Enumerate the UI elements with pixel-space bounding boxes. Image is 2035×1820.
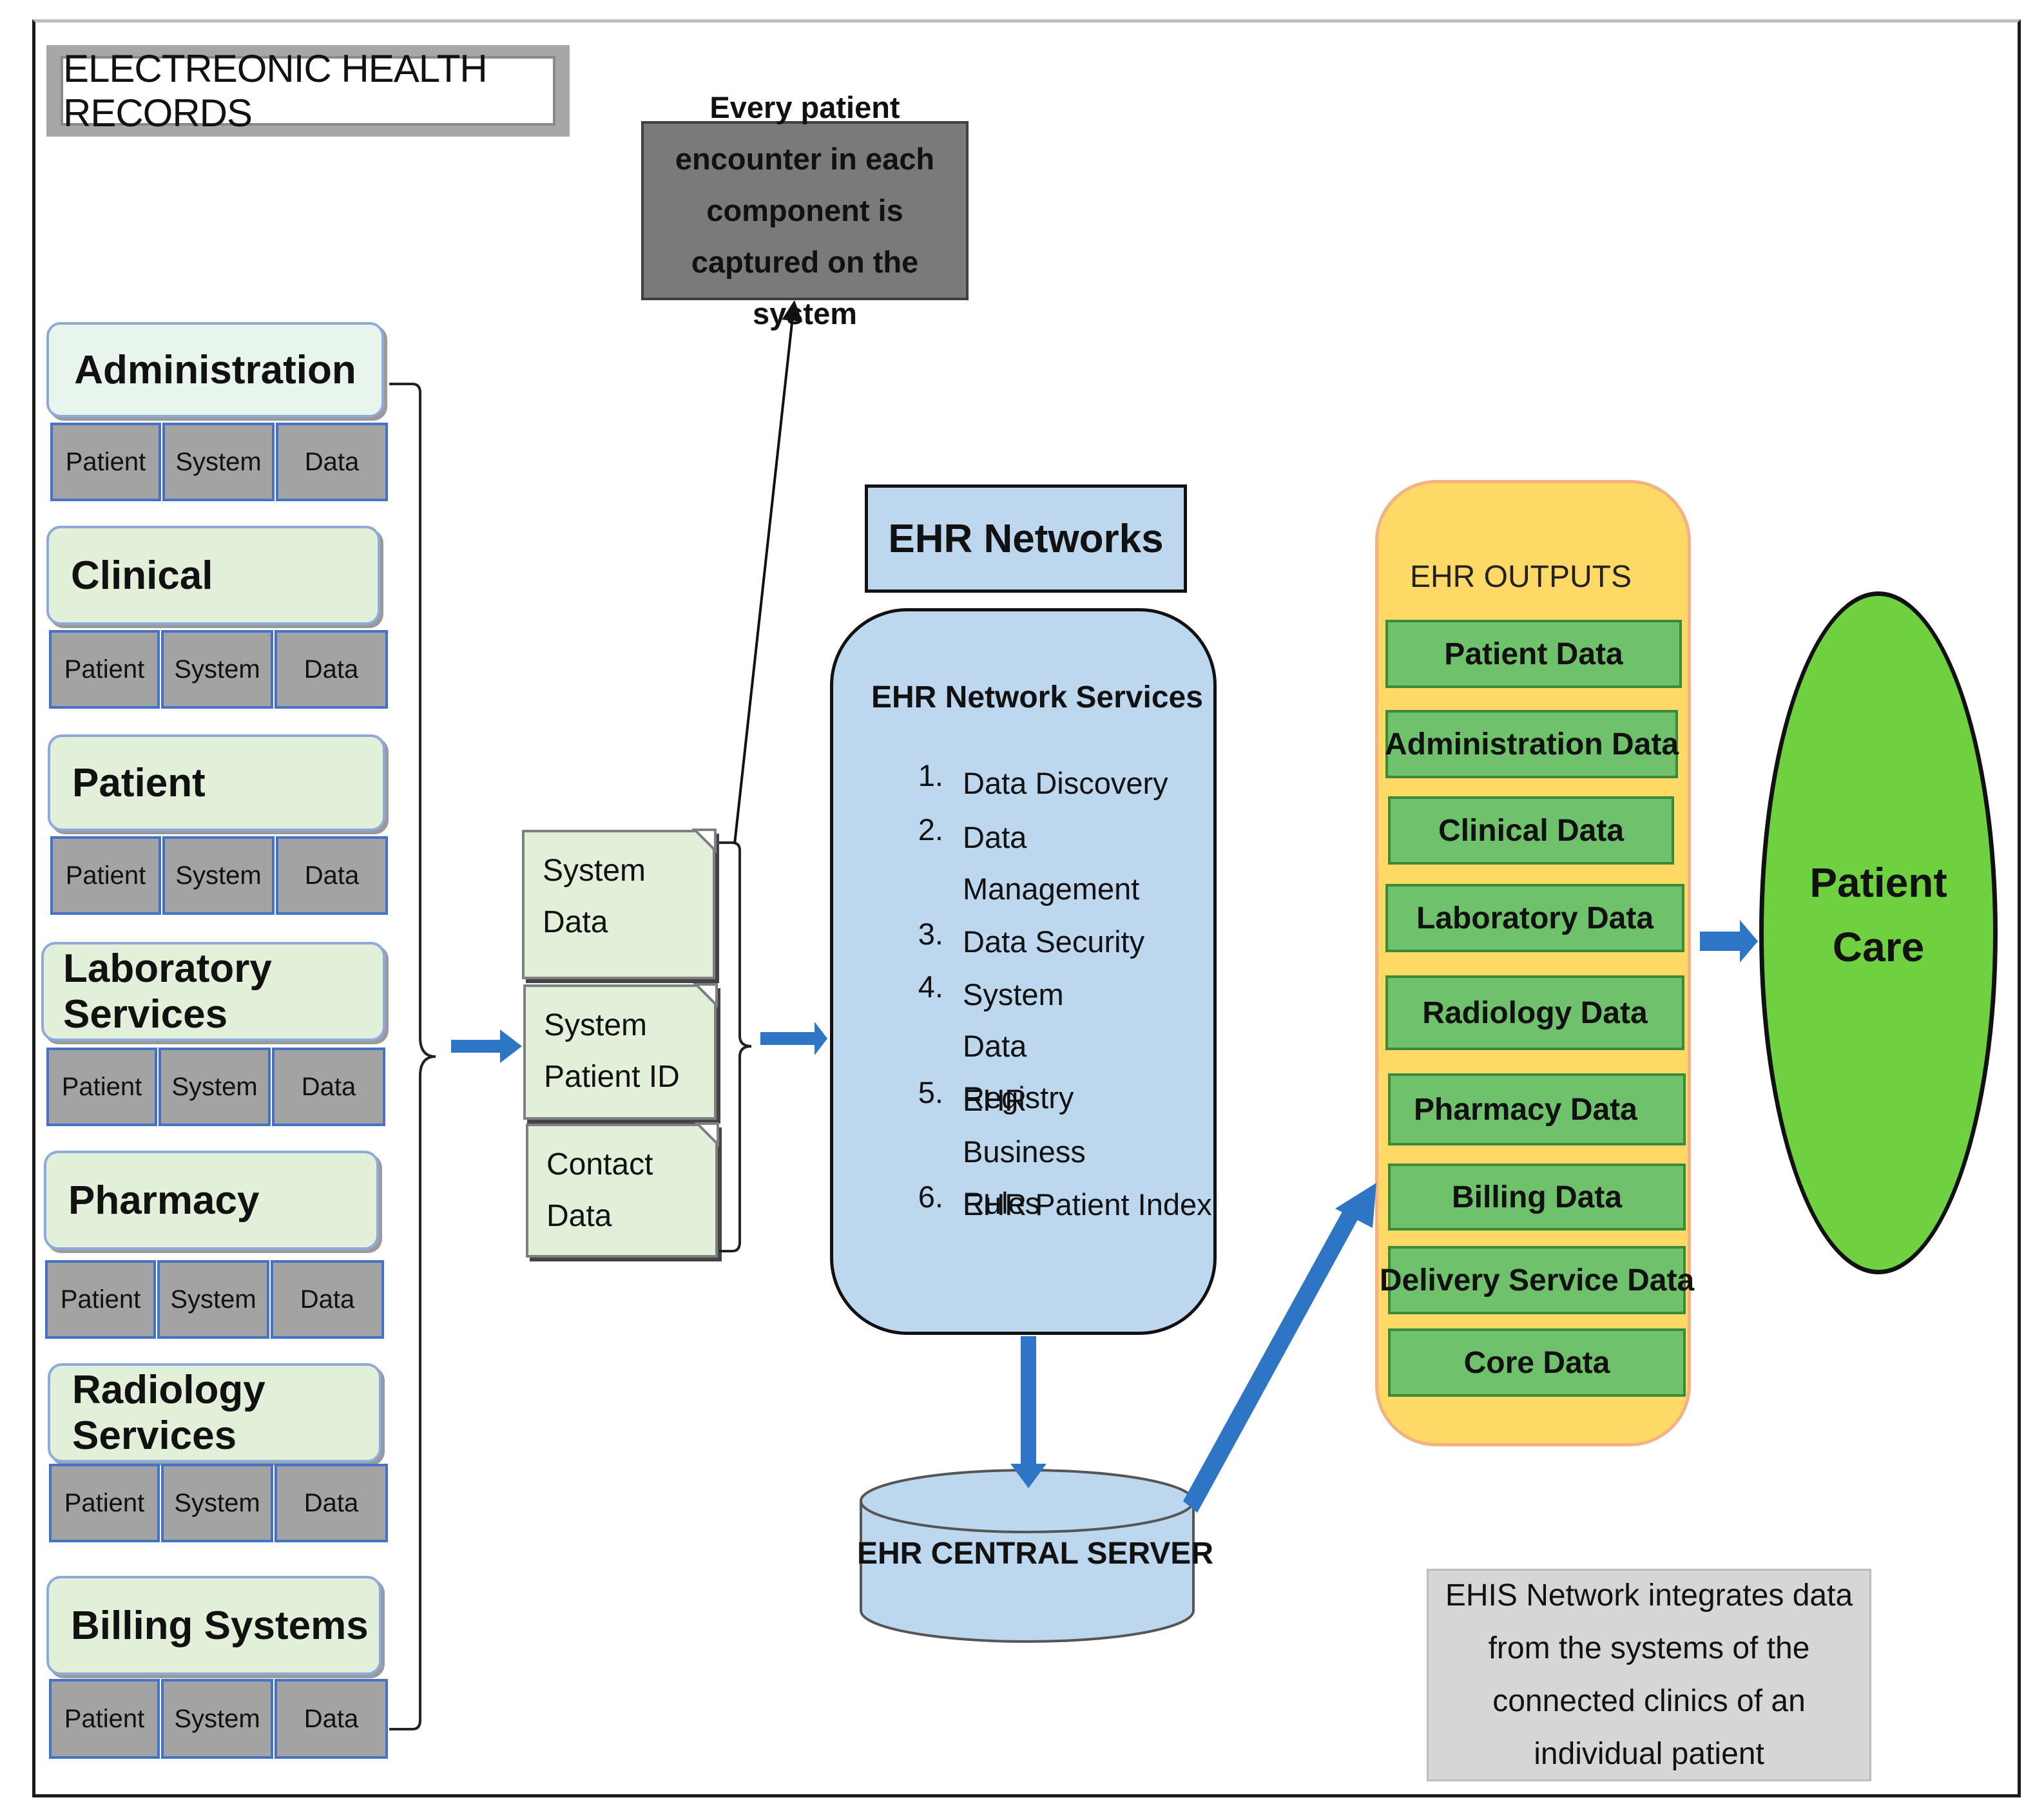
document-contact-data: Contact Data <box>526 1124 718 1258</box>
component-title: Patient <box>48 734 385 831</box>
service-number: 6. <box>918 1180 943 1214</box>
service-number: 3. <box>918 917 943 951</box>
service-item: 6. EHR Patient Index <box>905 1179 1220 1231</box>
footnote-box: EHIS Network integrates data from the sy… <box>1427 1569 1871 1781</box>
patient-care-ellipse <box>1759 591 1998 1274</box>
service-item: 2. Data Management <box>905 812 1140 915</box>
output-item: Patient Data <box>1385 620 1682 688</box>
data-cell: Data <box>271 1260 384 1339</box>
patient-cell: Patient <box>49 630 160 709</box>
service-text: EHR Patient Index <box>963 1187 1212 1221</box>
service-text: EHR Business Rules <box>963 1083 1086 1220</box>
patient-cell: Patient <box>45 1260 156 1339</box>
components-bracket <box>389 383 436 1730</box>
output-item: Billing Data <box>1388 1164 1686 1231</box>
component-title: Radiology Services <box>48 1363 381 1462</box>
system-cell: System <box>162 836 275 915</box>
output-item: Administration Data <box>1385 710 1679 778</box>
output-item: Pharmacy Data <box>1388 1073 1686 1145</box>
service-item: 1. Data Discovery <box>905 758 1195 809</box>
data-cell: Data <box>276 423 388 501</box>
service-item: 3. Data Security <box>905 916 1195 968</box>
service-number: 4. <box>918 970 943 1004</box>
data-cell: Data <box>275 1464 388 1542</box>
service-text: Data Security <box>963 924 1145 959</box>
document-line: System <box>544 1008 648 1042</box>
data-cell: Data <box>275 630 388 709</box>
component-title: Pharmacy <box>44 1151 379 1250</box>
data-cell: Data <box>272 1048 385 1126</box>
arrow-documents-to-network <box>760 1022 827 1055</box>
network-services-heading: EHR Network Services <box>871 680 1203 714</box>
service-text: Data Management <box>963 820 1140 906</box>
note-connector-arrow <box>733 300 803 845</box>
system-cell: System <box>161 1464 273 1542</box>
service-text: System Data Registry <box>963 977 1074 1115</box>
document-line: System <box>543 854 646 888</box>
ehr-outputs-label: EHR OUTPUTS <box>1410 560 1632 594</box>
output-item: Laboratory Data <box>1385 884 1684 952</box>
title-box: ELECTREONIC HEALTH RECORDS <box>46 45 570 137</box>
component-title: Billing Systems <box>46 1576 381 1675</box>
system-cell: System <box>157 1260 269 1339</box>
arrow-server-to-outputs <box>1183 1183 1376 1513</box>
service-item: 5. EHR Business Rules <box>905 1075 1130 1229</box>
arrow-outputs-to-care <box>1700 920 1758 963</box>
output-item: Core Data <box>1388 1328 1686 1397</box>
output-item: Clinical Data <box>1388 796 1674 865</box>
patient-cell: Patient <box>46 1048 157 1126</box>
patient-cell: Patient <box>49 1679 160 1759</box>
system-cell: System <box>161 630 273 709</box>
arrow-network-to-server <box>1010 1336 1046 1488</box>
output-item: Radiology Data <box>1385 975 1684 1050</box>
patient-cell: Patient <box>50 423 161 501</box>
patient-cell: Patient <box>50 836 161 915</box>
service-number: 1. <box>918 758 943 792</box>
output-item: Delivery Service Data <box>1380 1246 1694 1314</box>
document-line: Contact <box>546 1147 653 1182</box>
system-cell: System <box>159 1048 271 1126</box>
document-line: Data <box>543 905 608 939</box>
document-fold-marks <box>691 829 719 1147</box>
service-number: 2. <box>918 812 943 847</box>
data-cell: Data <box>276 836 388 915</box>
document-line: Patient ID <box>544 1060 680 1094</box>
data-cell: Data <box>275 1679 388 1759</box>
patient-cell: Patient <box>49 1464 160 1542</box>
service-item: 4. System Data Registry <box>905 969 1130 1124</box>
network-title: EHR Networks <box>865 484 1187 593</box>
component-title: Laboratory Services <box>41 942 385 1041</box>
outer-frame <box>32 19 2021 1797</box>
patient-care-line: Care <box>1832 924 1925 970</box>
system-cell: System <box>161 1679 273 1759</box>
documents-bracket <box>719 841 752 1252</box>
system-cell: System <box>162 423 275 501</box>
central-server-cylinder <box>860 1469 1195 1643</box>
component-title: Clinical <box>46 526 380 625</box>
patient-care-line: Patient <box>1809 859 1947 906</box>
arrow-components-to-documents <box>451 1030 522 1063</box>
service-text: Data Discovery <box>963 766 1168 800</box>
network-services-panel <box>830 608 1217 1335</box>
document-system-patient-id: System Patient ID <box>523 984 717 1120</box>
service-number: 5. <box>918 1075 943 1109</box>
patient-care-label: Patient Care <box>1759 850 1998 979</box>
central-server-label: EHR CENTRAL SERVER <box>857 1537 1213 1571</box>
component-title: Administration <box>46 322 384 417</box>
document-system-data: System Data <box>522 830 715 979</box>
document-line: Data <box>546 1199 612 1233</box>
